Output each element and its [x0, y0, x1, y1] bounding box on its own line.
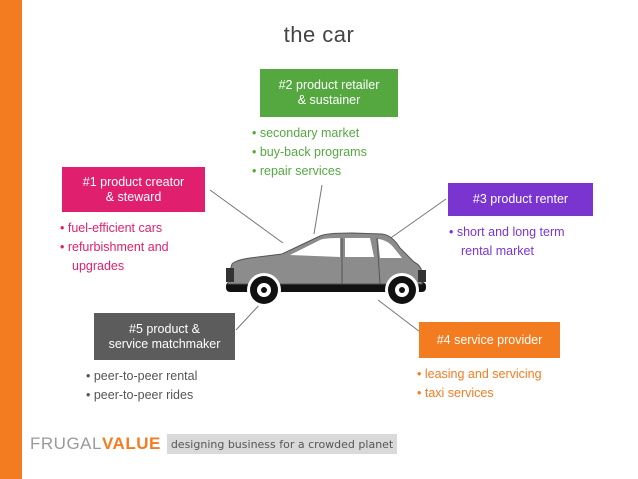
role-box-matchmaker: #5 product & service matchmaker	[94, 313, 235, 360]
bullet-item: • repair services	[252, 162, 367, 181]
brand-name-bold: VALUE	[102, 434, 161, 454]
connector-retailer	[314, 185, 322, 234]
bullet-item: • secondary market	[252, 124, 367, 143]
role-box-creator: #1 product creator & steward	[62, 167, 205, 212]
role-label-line: & steward	[106, 190, 162, 205]
role-label-line: #1 product creator	[83, 175, 184, 190]
car-icon	[222, 230, 432, 310]
role-label-line: #4 service provider	[437, 333, 543, 348]
brand-tagline: designing business for a crowded planet	[167, 434, 397, 454]
bullet-list-creator: • fuel-efficient cars • refurbishment an…	[60, 219, 169, 276]
role-box-retailer: #2 product retailer & sustainer	[260, 69, 398, 117]
bullet-item: • leasing and servicing	[417, 365, 542, 384]
bullet-list-matchmaker: • peer-to-peer rental • peer-to-peer rid…	[86, 367, 197, 405]
role-box-renter: #3 product renter	[448, 183, 593, 216]
bullet-item: • peer-to-peer rides	[86, 386, 197, 405]
brand-name-light: FRUGAL	[30, 434, 102, 454]
bullet-item: • refurbishment and	[60, 238, 169, 257]
role-box-provider: #4 service provider	[419, 322, 560, 358]
role-label-line: #3 product renter	[473, 192, 568, 207]
role-label-line: #2 product retailer	[279, 78, 380, 93]
bullet-item: • fuel-efficient cars	[60, 219, 169, 238]
bullet-item: • short and long term	[449, 223, 565, 242]
bullet-list-retailer: • secondary market • buy-back programs •…	[252, 124, 367, 181]
bullet-item: • taxi services	[417, 384, 542, 403]
role-label-line: #5 product &	[129, 322, 200, 337]
role-label-line: & sustainer	[298, 93, 361, 108]
bullet-item: • buy-back programs	[252, 143, 367, 162]
bullet-list-renter: • short and long term rental market	[449, 223, 565, 261]
bullet-item: rental market	[449, 242, 565, 261]
brand-footer: FRUGAL VALUE designing business for a cr…	[30, 434, 397, 454]
bullet-item: • peer-to-peer rental	[86, 367, 197, 386]
role-label-line: service matchmaker	[109, 337, 221, 352]
bullet-item: upgrades	[60, 257, 169, 276]
bullet-list-provider: • leasing and servicing • taxi services	[417, 365, 542, 403]
